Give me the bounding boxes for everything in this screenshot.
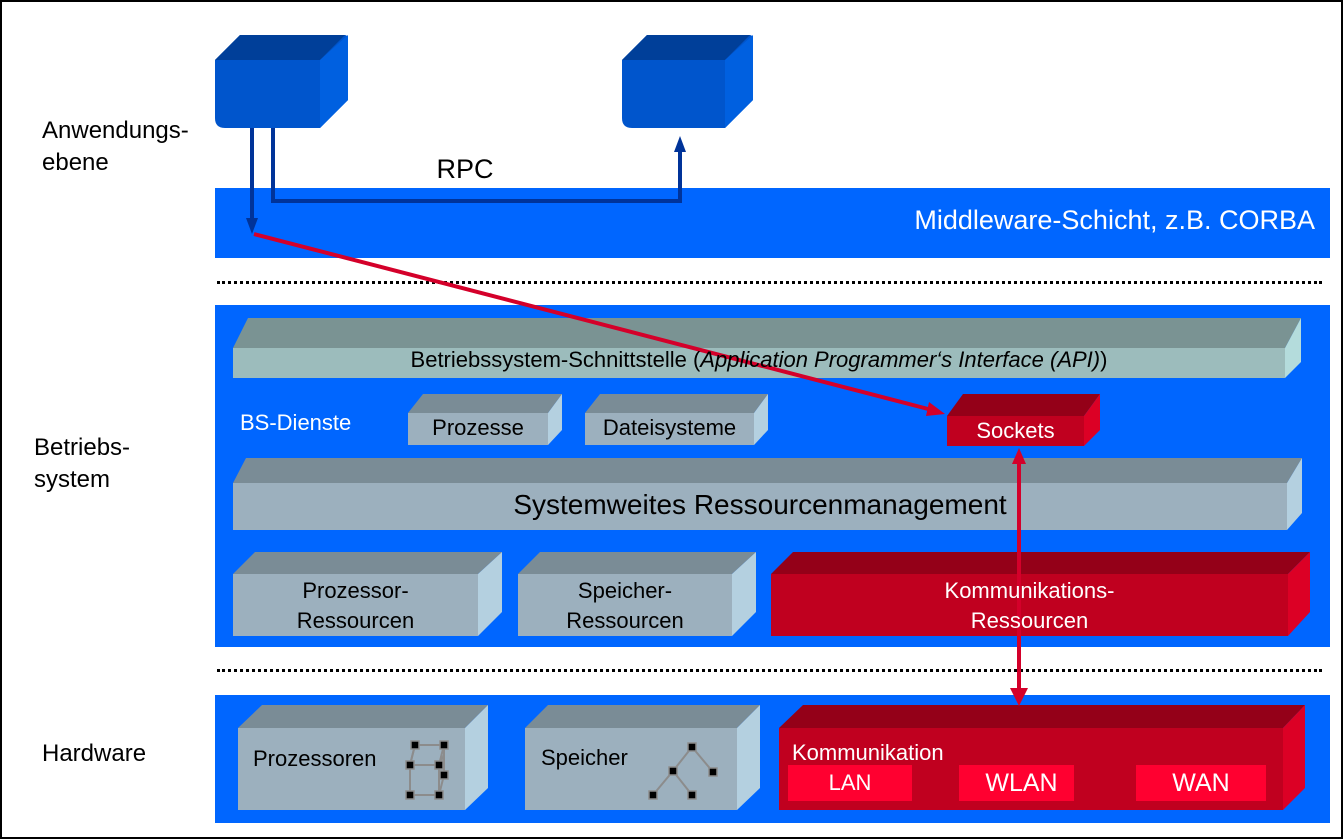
processor-cube-nodes: [405, 740, 449, 800]
layer-label-hardware: Hardware: [42, 740, 147, 767]
communication-resources-label: Kommunikations- Ressourcen: [771, 576, 1288, 636]
memory-tree-icon: [648, 742, 718, 800]
service-box-dateisysteme: [585, 394, 768, 445]
service-dateisysteme-label: Dateisysteme: [602, 415, 737, 440]
services-label: BS-Dienste: [240, 410, 352, 435]
api-label-suffix: ): [1100, 347, 1108, 372]
middleware-label: Middleware-Schicht, z.B. CORBA: [914, 205, 1315, 235]
communication-resources-line1: Kommunikations-: [944, 578, 1115, 603]
communication-resources-box: [771, 552, 1310, 636]
communication-resources-line2: Ressourcen: [970, 608, 1089, 633]
memory-resources-label: Speicher- Ressourcen: [518, 576, 732, 636]
layer-label-os: Betriebs- system: [34, 434, 131, 493]
network-wan-label: WAN: [1172, 769, 1230, 797]
sockets-label: Sockets: [976, 418, 1055, 443]
network-wlan-box: [959, 765, 1074, 801]
rpc-arrow-path: [271, 128, 682, 203]
layer-label-application: Anwendungs- ebene: [42, 117, 189, 176]
processors-label: Prozessoren: [253, 746, 377, 771]
api-box: [233, 318, 1301, 378]
socket-call-arrowhead: [926, 402, 945, 416]
application-node-left: [215, 35, 348, 128]
link-arrowhead-up: [1012, 448, 1026, 464]
memory-resources-line1: Speicher-: [577, 578, 673, 603]
processors-box: [238, 705, 488, 810]
sockets-box: [947, 394, 1100, 446]
processor-resources-box: [233, 552, 502, 636]
communication-label: Kommunikation: [792, 740, 944, 765]
rpc-arrowhead: [674, 136, 686, 152]
link-arrowhead-down: [1010, 688, 1028, 706]
processor-resources-line1: Prozessor-: [302, 578, 409, 603]
memory-resources-line2: Ressourcen: [566, 608, 684, 633]
application-node-right: [622, 35, 753, 128]
memory-box: [525, 705, 760, 810]
resource-management-label: Systemweites Ressourcenmanagement: [513, 489, 1007, 520]
rpc-label: RPC: [436, 154, 494, 184]
service-box-prozesse: [408, 394, 562, 445]
network-wan-box: [1136, 765, 1266, 801]
socket-call-arrow: [253, 232, 933, 412]
separator-os-hw: [217, 669, 1322, 672]
separator-app-os: [217, 281, 1322, 284]
service-prozesse-label: Prozesse: [432, 415, 524, 440]
api-label-prefix: Betriebssystem-Schnittstelle (: [410, 347, 701, 372]
memory-label: Speicher: [541, 745, 628, 770]
api-label-italic: Application Programmer‘s Interface (API): [700, 347, 1101, 372]
api-label: Betriebssystem-Schnittstelle (Applicatio…: [233, 345, 1285, 375]
processor-resources-line2: Ressourcen: [296, 608, 415, 633]
resource-management-box: [233, 458, 1302, 530]
network-lan-box: [788, 765, 912, 801]
processor-resources-label: Prozessor- Ressourcen: [233, 576, 478, 636]
network-wlan-label: WLAN: [985, 769, 1058, 797]
down-arrowhead: [246, 218, 258, 234]
network-lan-label: LAN: [828, 770, 872, 795]
memory-resources-box: [518, 552, 756, 636]
